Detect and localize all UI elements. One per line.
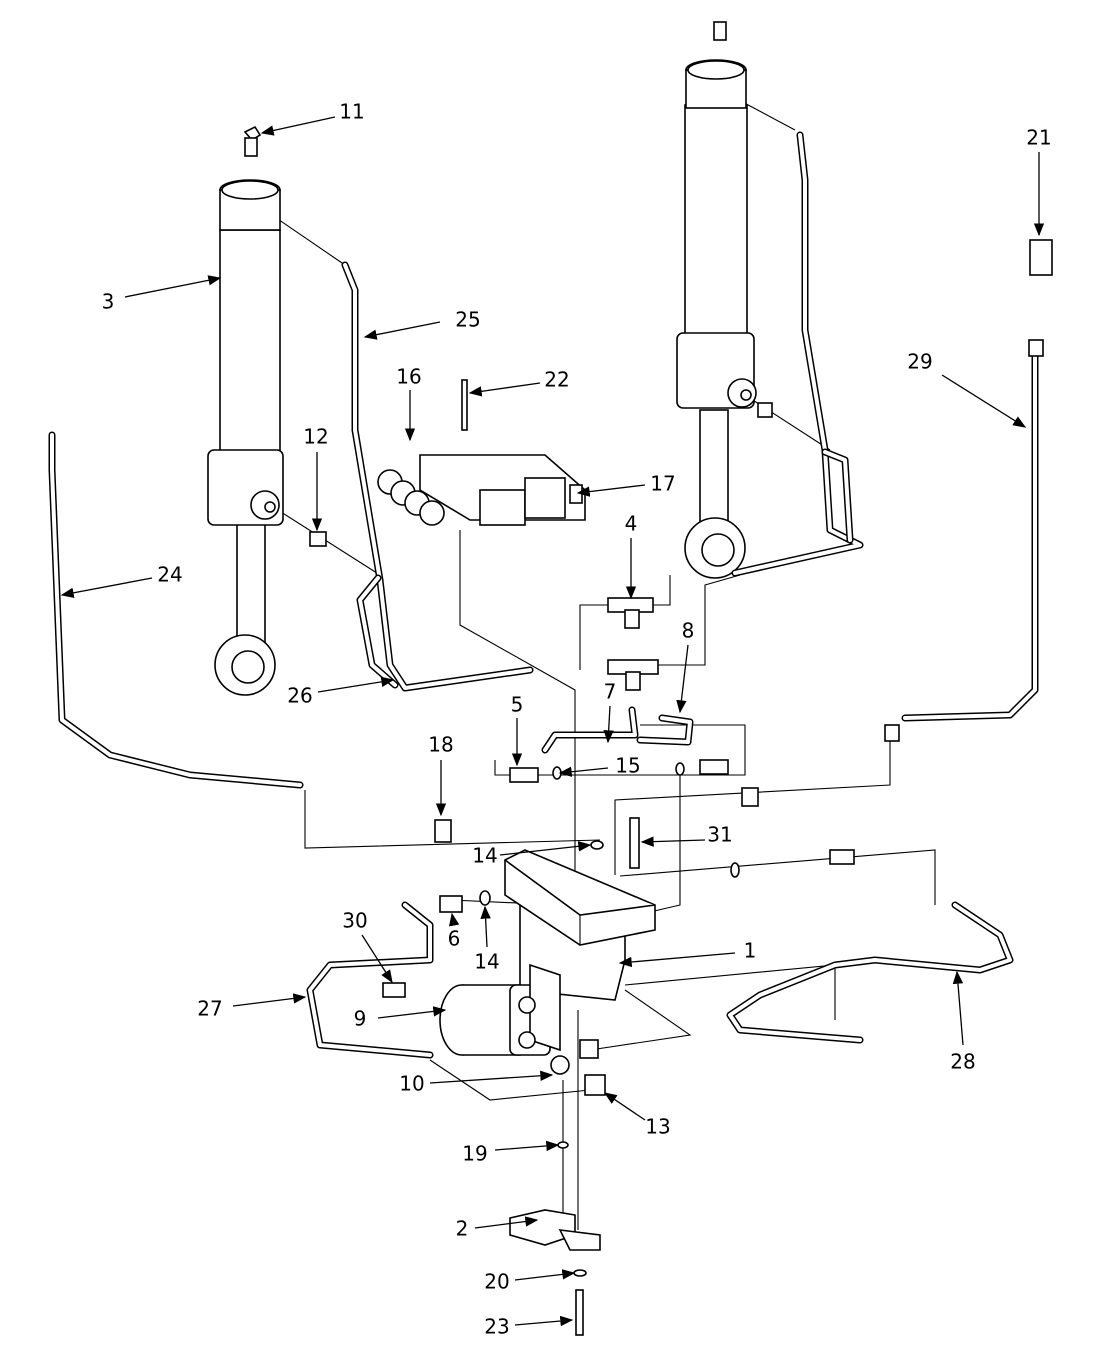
manifold-block (504, 849, 656, 1001)
callout-3: 3 (102, 290, 115, 314)
callout-24: 24 (157, 563, 182, 587)
callout-31: 31 (707, 823, 732, 847)
callout-15: 15 (615, 754, 640, 778)
callout-21: 21 (1026, 126, 1051, 150)
callout-28: 28 (950, 1050, 975, 1074)
callout-12: 12 (303, 425, 328, 449)
callout-26: 26 (287, 684, 312, 708)
connection-lines (249, 89, 936, 1230)
callout-22: 22 (544, 368, 569, 392)
callout-19: 19 (462, 1142, 487, 1166)
callout-4: 4 (625, 512, 638, 536)
fittings (309, 239, 1053, 1336)
callout-14-top: 14 (472, 844, 497, 868)
callout-16: 16 (396, 365, 421, 389)
hydraulic-cylinder-right (676, 21, 757, 579)
callout-9: 9 (354, 1007, 367, 1031)
leader-arrows (60, 116, 1045, 1327)
callout-labels: 11 3 25 16 22 12 17 24 4 8 26 5 7 15 18 … (102, 100, 1052, 1339)
callout-14-bottom: 14 (474, 950, 499, 974)
callout-23: 23 (484, 1315, 509, 1339)
adapter-plate (509, 1209, 601, 1251)
callout-2: 2 (456, 1217, 469, 1241)
callout-18: 18 (428, 733, 453, 757)
callout-10: 10 (399, 1072, 424, 1096)
hydraulic-motor (439, 963, 561, 1056)
callout-11: 11 (339, 100, 364, 124)
callout-6: 6 (448, 927, 461, 951)
callout-30: 30 (342, 909, 367, 933)
callout-8: 8 (682, 619, 695, 643)
hoses (48, 131, 1039, 1059)
callout-7: 7 (604, 680, 617, 704)
solenoid-valve-bank (377, 379, 586, 526)
callout-1: 1 (744, 939, 757, 963)
callout-13: 13 (645, 1115, 670, 1139)
callout-29: 29 (907, 350, 932, 374)
callout-17: 17 (650, 472, 675, 496)
callout-27: 27 (197, 997, 222, 1021)
callout-20: 20 (484, 1270, 509, 1294)
callout-25: 25 (455, 308, 480, 332)
hydraulic-cylinder-left (207, 125, 284, 696)
callout-5: 5 (511, 693, 524, 717)
